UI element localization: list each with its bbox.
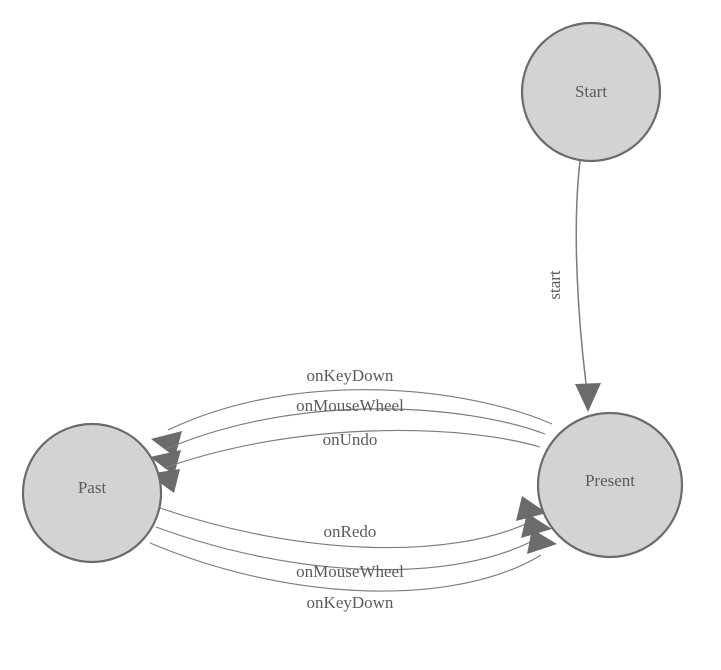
edge-key-down-to-present-path	[149, 542, 542, 592]
edge-undo-to-past-path	[163, 429, 541, 469]
edge-label-redo: onRedo	[324, 522, 377, 541]
edge-start-path	[575, 160, 588, 393]
node-start[interactable]: Start	[520, 21, 662, 163]
edge-label-key-down-up: onKeyDown	[307, 366, 394, 385]
edge-redo-to-present-path	[159, 507, 531, 549]
edge-label-undo: onUndo	[323, 430, 378, 449]
edge-redo-to-present[interactable]	[159, 496, 547, 549]
node-past-label: Past	[78, 478, 107, 497]
edge-label-start: start	[545, 270, 564, 300]
edge-mouse-wheel-to-past[interactable]	[150, 408, 546, 475]
edge-key-down-to-past-arrowhead	[151, 431, 182, 457]
edge-start[interactable]	[575, 160, 601, 412]
edge-mouse-wheel-to-present-path	[155, 526, 537, 571]
node-layer: Start Past Present	[21, 21, 684, 564]
edge-label-mouse-wheel-down: onMouseWheel	[296, 562, 404, 581]
node-past-circle	[21, 422, 163, 564]
node-present-label: Present	[585, 471, 635, 490]
node-start-label: Start	[575, 82, 607, 101]
edge-label-key-down-down: onKeyDown	[307, 593, 394, 612]
edge-label-layer: start onKeyDown onMouseWheel onUndo onRe…	[296, 270, 564, 612]
node-present[interactable]: Present	[536, 411, 684, 559]
edge-redo-to-present-arrowhead	[516, 496, 547, 521]
edge-mouse-wheel-to-past-arrowhead	[150, 450, 181, 475]
edge-key-down-to-past[interactable]	[151, 389, 553, 457]
node-start-circle	[520, 21, 662, 163]
node-past[interactable]: Past	[21, 422, 163, 564]
edge-mouse-wheel-to-present[interactable]	[155, 513, 552, 571]
edge-start-arrowhead	[575, 383, 601, 412]
edge-key-down-to-present[interactable]	[149, 529, 557, 592]
edge-label-mouse-wheel-up: onMouseWheel	[296, 396, 404, 415]
edge-mouse-wheel-to-past-path	[165, 408, 546, 450]
edge-key-down-to-present-arrowhead	[527, 529, 557, 554]
node-present-circle	[536, 411, 684, 559]
edge-mouse-wheel-to-present-arrowhead	[521, 513, 552, 538]
edge-layer	[148, 160, 601, 592]
edge-key-down-to-past-path	[167, 389, 553, 431]
